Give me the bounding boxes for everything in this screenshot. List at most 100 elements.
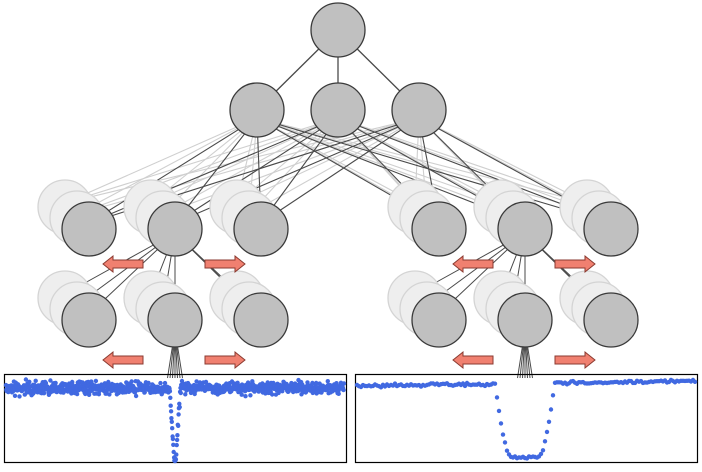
signal-dot [194, 379, 199, 384]
arrow-right-icon [204, 254, 246, 274]
signal-dot [168, 403, 173, 408]
edge-hidden-conv-1-0-1 [174, 117, 339, 224]
signal-dot [303, 389, 309, 395]
global-view-signal [3, 377, 347, 464]
signal-dot [692, 379, 698, 384]
edge-faint-1-0-0-1 [76, 117, 339, 215]
signal-dot [538, 451, 544, 457]
signal-dot [314, 380, 319, 386]
signal-dot [173, 457, 179, 462]
signal-dot [544, 429, 550, 435]
conv-node-1-1-1 [497, 292, 553, 348]
signal-dot [334, 381, 339, 386]
signal-dot [169, 416, 174, 421]
signal-dot [169, 419, 174, 424]
signal-dot [502, 440, 508, 445]
signal-dot [546, 419, 552, 424]
signal-dot [170, 436, 176, 442]
signal-dot [33, 378, 38, 383]
arrow-right-icon [554, 254, 596, 274]
light-curve-panels [3, 373, 699, 464]
edge-faint-2-0-2-1 [248, 117, 420, 215]
signal-dot [550, 393, 556, 398]
signal-dot [248, 393, 253, 398]
signal-dot [305, 380, 310, 385]
conv-node-0-1-1 [147, 292, 203, 348]
signal-dot [133, 393, 139, 399]
signal-dot [41, 391, 47, 396]
edge-faint-0-1-0-0 [256, 117, 416, 204]
signal-dot [177, 401, 182, 406]
conv-node-0-0-0 [61, 201, 117, 257]
conv-node-0-0-1 [147, 201, 203, 257]
edge-faint-2-0-1-1 [162, 117, 420, 215]
hidden-node-2 [391, 82, 447, 138]
edge-faint-0-0-0-0 [64, 117, 258, 204]
signal-dot [170, 426, 175, 431]
signal-dot [93, 378, 99, 384]
output-node [310, 2, 366, 58]
local-view-signal [354, 377, 698, 461]
signal-dot [171, 442, 176, 447]
signal-dot [542, 439, 548, 444]
conv-node-0-1-0 [61, 292, 117, 348]
signal-dot [158, 380, 163, 386]
signal-dot [107, 392, 112, 397]
signal-dot [548, 407, 554, 412]
edge-hidden-conv-0-0-0 [88, 117, 258, 224]
signal-dot [167, 389, 173, 394]
signal-dot [53, 380, 58, 386]
signal-dot [146, 380, 151, 386]
signal-dot [129, 379, 134, 384]
signal-dot [235, 380, 240, 385]
signal-dot [239, 392, 244, 397]
signal-dot [496, 408, 502, 414]
arrow-right-icon [554, 350, 596, 370]
edge-hidden-conv-0-1-2 [256, 117, 612, 224]
conv-node-1-0-2 [583, 201, 639, 257]
signal-dot [174, 442, 179, 448]
signal-dot [12, 393, 18, 398]
edge-faint-2-0-2-0 [236, 117, 420, 204]
neuron-nodes [61, 2, 639, 348]
signal-dot [162, 380, 168, 386]
signal-dot [48, 378, 53, 383]
edge-faint-1-0-0-0 [64, 117, 339, 204]
edge-faint-1-1-1-0 [337, 117, 502, 204]
signal-dot [540, 448, 546, 453]
local-view-panel [354, 373, 699, 464]
signal-dot [341, 381, 347, 386]
edge-faint-1-0-1-0 [150, 117, 339, 204]
conv-node-0-0-2 [233, 201, 289, 257]
signal-dot [243, 394, 248, 399]
arrow-left-icon [102, 254, 144, 274]
signal-dot [174, 437, 180, 443]
signal-dot [183, 392, 188, 397]
edge-faint-2-0-0-0 [64, 117, 420, 204]
edge-faint-1-1-2-1 [337, 117, 600, 215]
signal-dot [492, 381, 498, 386]
signal-dot [27, 379, 32, 384]
signal-dot [494, 395, 500, 400]
signal-dot [175, 433, 180, 438]
hidden-node-0 [229, 82, 285, 138]
signal-dot [498, 421, 504, 426]
signal-dot [96, 392, 102, 397]
signal-dot [17, 394, 22, 399]
edge-faint-0-0-0-1 [76, 117, 258, 215]
signal-dot [168, 409, 174, 414]
arrow-left-icon [452, 254, 494, 274]
conv-node-0-1-2 [233, 292, 289, 348]
signal-dot [341, 387, 346, 393]
conv-node-1-0-1 [497, 201, 553, 257]
arrow-left-icon [452, 350, 494, 370]
signal-dot [43, 380, 49, 386]
hidden-node-1 [310, 82, 366, 138]
edge-faint-1-0-1-1 [162, 117, 339, 215]
local-view-frame [354, 373, 699, 464]
signal-dot [325, 379, 330, 384]
arrow-right-icon [204, 350, 246, 370]
conv-node-1-0-0 [411, 201, 467, 257]
